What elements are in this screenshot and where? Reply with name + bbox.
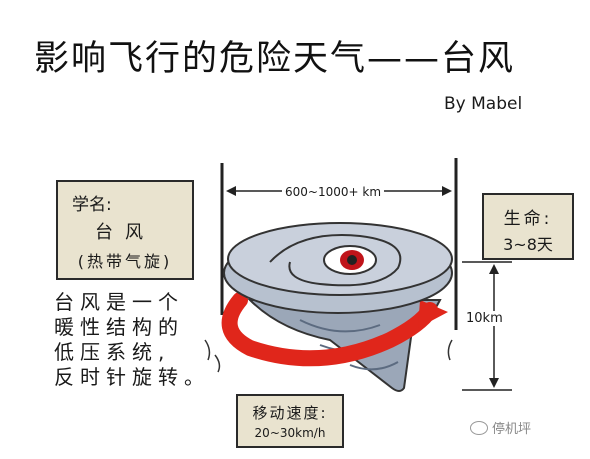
watermark: 停机坪 xyxy=(470,418,531,437)
width-arrow-left xyxy=(226,186,236,196)
life-box-label: 生命: xyxy=(503,209,553,229)
width-label: 600~1000+ km xyxy=(282,185,385,199)
description-line: 暖性结构的 xyxy=(54,315,184,339)
watermark-text: 停机坪 xyxy=(492,422,532,437)
name-box: 学名: 台风 (热带气旋) xyxy=(56,180,194,280)
speed-box-value: 20~30km/h xyxy=(254,426,326,440)
life-box-value: 3~8天 xyxy=(503,235,553,254)
height-label: 10km xyxy=(466,311,503,326)
width-arrow-right xyxy=(442,186,452,196)
author-credit: By Mabel xyxy=(444,94,523,114)
speed-box: 移动速度: 20~30km/h xyxy=(236,394,344,448)
description: 台风是一个 暖性结构的 低压系统, 反时针旋转。 xyxy=(54,290,210,390)
description-line: 低压系统, xyxy=(54,340,171,364)
name-box-scientific: (热带气旋) xyxy=(77,252,173,271)
rotation-arrow xyxy=(221,292,438,367)
name-box-name: 台风 xyxy=(95,222,155,243)
name-box-label: 学名: xyxy=(72,195,112,215)
life-box: 生命: 3~8天 xyxy=(482,193,574,260)
rotation-arrow-head xyxy=(418,300,448,328)
height-arrow-bottom xyxy=(489,378,499,388)
page-title: 影响飞行的危险天气——台风 xyxy=(34,39,516,79)
description-line: 台风是一个 xyxy=(54,290,184,314)
wechat-icon xyxy=(470,421,488,435)
height-arrow-top xyxy=(489,264,499,274)
speed-box-label: 移动速度: xyxy=(252,404,328,422)
description-line: 反时针旋转。 xyxy=(54,365,210,389)
